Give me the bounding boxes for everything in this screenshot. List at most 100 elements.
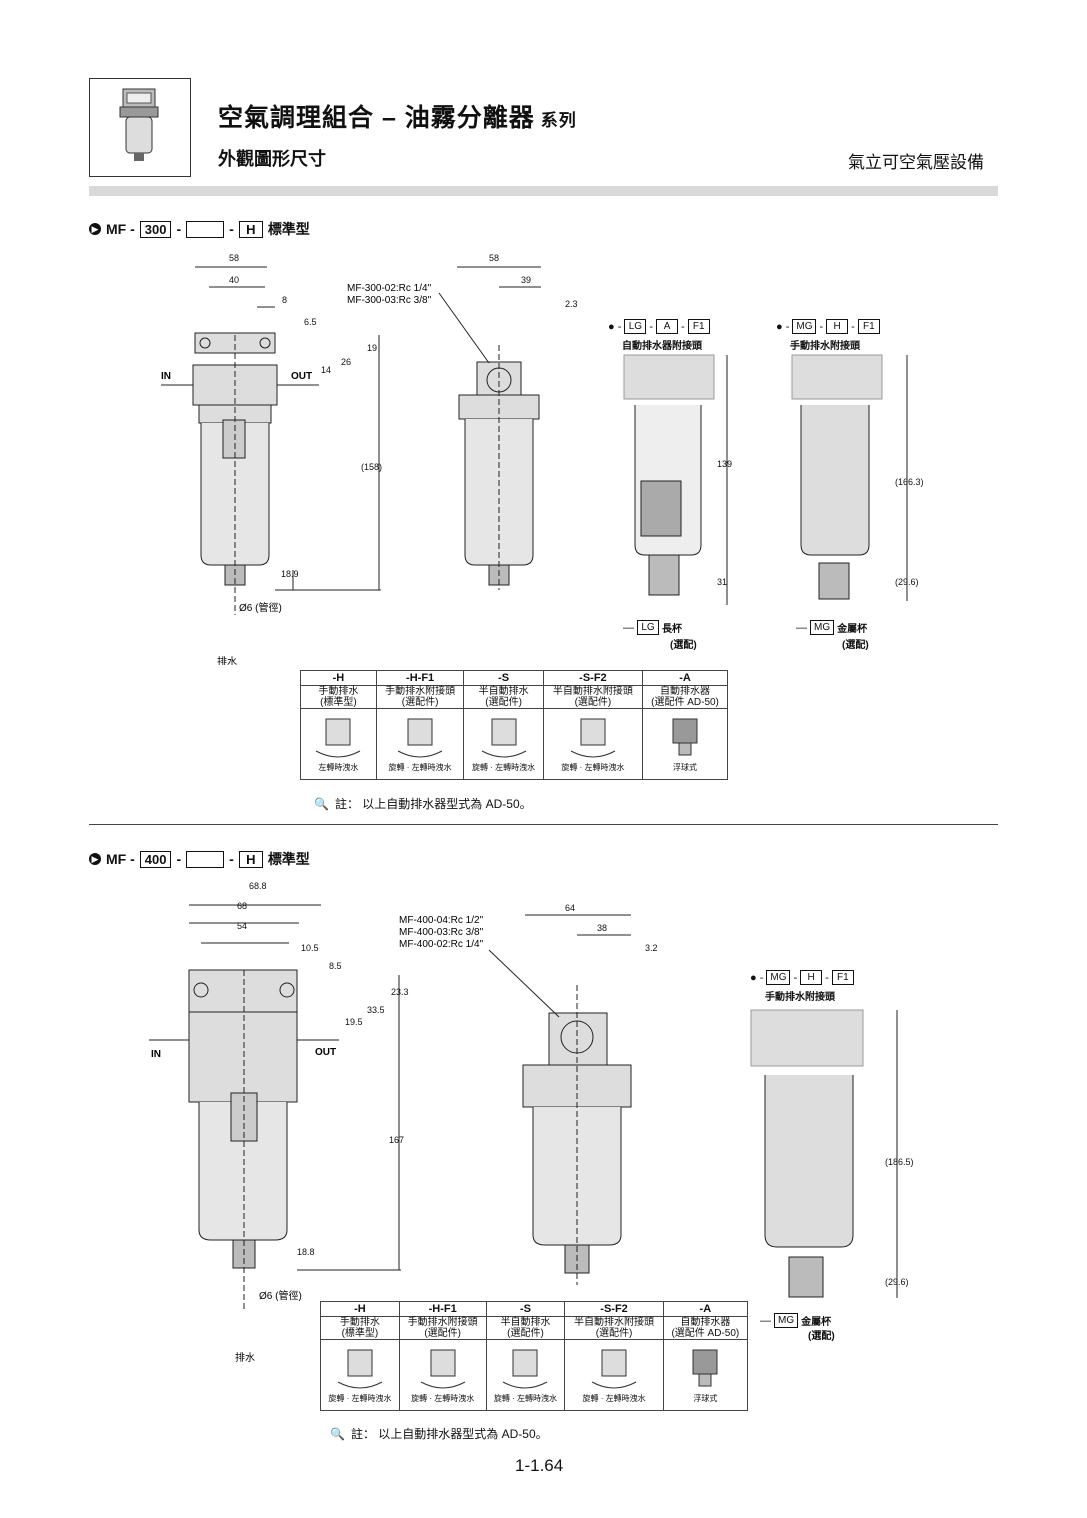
drain-a-pic-400: 浮球式: [662, 1339, 749, 1411]
opt-mg400-desc: 手動排水附接頭: [765, 992, 835, 1003]
dim-lg-h: 139: [717, 459, 732, 469]
port-400-a: MF-400-04:Rc 1/2": [399, 915, 484, 926]
manual-drain-icon: [337, 1349, 383, 1389]
port-400-c: MF-400-02:Rc 1/4": [399, 939, 484, 950]
pipe-label: Ø6 (管徑): [239, 601, 282, 614]
in-label-400: IN: [151, 1049, 161, 1060]
manual-drain-fitting-icon: [420, 1349, 465, 1389]
semi-auto-drain-icon: [481, 718, 526, 758]
product-thumbnail: [89, 78, 191, 177]
dim-400-side32: 3.2: [645, 943, 658, 953]
dim-300-h189: 18.9: [281, 569, 299, 579]
dim-300-side58: 58: [489, 253, 499, 263]
model-line-300: ▶ MF - 300 - - H 標準型: [89, 219, 310, 239]
dim-300-w40: 40: [229, 275, 239, 285]
empty-box: [186, 220, 225, 238]
drain-s-pic: 旋轉 · 左轉時洩水: [463, 708, 544, 780]
drawing-400: 68.8 68 54 10.5 8.5 23.3 33.5 19.5 167 1…: [149, 881, 914, 1364]
out-label-400: OUT: [315, 1047, 336, 1058]
dim-mg-b: (29.6): [895, 577, 919, 587]
dim-400-h167: 167: [389, 1135, 404, 1145]
in-label: IN: [161, 371, 171, 382]
dim-400-side64: 64: [565, 903, 575, 913]
drain-s-pic-400: 旋轉 · 左轉時洩水: [485, 1339, 566, 1411]
port-400-b: MF-400-03:Rc 3/8": [399, 927, 484, 938]
port-300-b: MF-300-03:Rc 3/8": [347, 295, 432, 306]
opt-mg300-desc: 手動排水附接頭: [790, 341, 860, 352]
dim-300-h14: 14: [321, 365, 331, 375]
dim-400-w105: 10.5: [301, 943, 319, 953]
dim-400-side38: 38: [597, 923, 607, 933]
dim-300-h65: 6.5: [304, 317, 317, 327]
company-name: 氣立可空氣壓設備: [848, 153, 984, 172]
dim-400-h335: 33.5: [367, 1005, 385, 1015]
drain-sf2-pic-400: 旋轉 · 左轉時洩水: [564, 1339, 664, 1411]
size-box: 300: [139, 220, 172, 238]
dim-300-side23: 2.3: [565, 299, 578, 309]
dim-300-w8: 8: [282, 295, 287, 305]
arrow-bullet-icon: ▶: [89, 223, 101, 235]
drain-table-300: -H -H-F1 -S -S-F2 -A 手動排水(標準型) 手動排水附接頭(選…: [300, 670, 728, 780]
page-number: 1-1.64: [515, 1456, 564, 1475]
note-400: 🔍註： 以上自動排水器型式為 AD-50。: [330, 1426, 548, 1442]
suffix-box: H: [238, 220, 263, 238]
mg400-cup-note: (選配): [808, 1331, 835, 1342]
lg-cup-note: (選配): [670, 640, 697, 651]
note-300: 🔍註： 以上自動排水器型式為 AD-50。: [314, 796, 532, 812]
opt-lg-desc: 自動排水器附接頭: [622, 341, 702, 352]
drain-a-pic: 浮球式: [642, 708, 728, 780]
page-title: 空氣調理組合 – 油霧分離器系列: [218, 104, 577, 132]
opt-mg400-header: ● -MG-H-F1: [750, 970, 854, 985]
manual-drain-icon: [316, 718, 361, 758]
manual-drain-fitting-icon: [397, 718, 443, 758]
dim-400-h233: 23.3: [391, 987, 409, 997]
auto-drain-icon: [672, 718, 698, 756]
dim-400-h85: 8.5: [329, 961, 342, 971]
drain-label: 排水: [217, 655, 237, 665]
semi-auto-drain-fitting-icon: [591, 1349, 637, 1389]
opt-mg300-header: ● -MG-H-F1: [776, 319, 880, 334]
dim-mg400-b: (29.6): [885, 1277, 909, 1287]
port-300-a: MF-300-02:Rc 1/4": [347, 283, 432, 294]
out-label: OUT: [291, 371, 312, 382]
dim-mg400-h: (186.5): [885, 1157, 914, 1167]
semi-auto-drain-icon: [503, 1349, 548, 1389]
drain-hf1-pic-400: 旋轉 · 左轉時洩水: [398, 1339, 487, 1411]
opt-lg-header: ● -LG-A-F1: [608, 319, 710, 334]
dim-300-h26: 26: [341, 357, 351, 367]
auto-drain-icon: [692, 1349, 718, 1387]
dim-400-w68: 68: [237, 901, 247, 911]
drain-h-pic: 左轉時洩水: [300, 708, 377, 780]
header-bar: [89, 186, 998, 196]
filter-thumbnail-icon: [119, 88, 159, 161]
dim-300-h19: 19: [367, 343, 377, 353]
drain-table-400: -H -H-F1 -S -S-F2 -A 手動排水(標準型) 手動排水附接頭(選…: [320, 1301, 749, 1411]
empty-box: [186, 850, 225, 868]
drain-label-400: 排水: [235, 1351, 255, 1364]
arrow-bullet-icon: ▶: [89, 853, 101, 865]
magnifier-icon: 🔍: [330, 1426, 345, 1441]
dim-400-h188: 18.8: [297, 1247, 315, 1257]
mg300-cup-note: (選配): [842, 640, 869, 651]
dim-mg-h: (166.3): [895, 477, 924, 487]
magnifier-icon: 🔍: [314, 796, 329, 811]
dim-400-w688: 68.8: [249, 881, 267, 891]
section-divider: [89, 824, 998, 825]
model-line-400: ▶ MF - 400 - - H 標準型: [89, 849, 310, 869]
suffix-box: H: [238, 850, 263, 868]
dim-lg-b: 31: [717, 577, 727, 587]
drawing-300: 58 40 8 6.5 19 26 14 (158) 18.9 IN OUT Ø…: [161, 253, 924, 665]
drain-hf1-pic: 旋轉 · 左轉時洩水: [375, 708, 465, 780]
dim-300-h158: (158): [361, 462, 382, 472]
dim-400-h195: 19.5: [345, 1017, 363, 1027]
drain-sf2-pic: 旋轉 · 左轉時洩水: [542, 708, 644, 780]
dim-300-side39: 39: [521, 275, 531, 285]
pipe-label-400: Ø6 (管徑): [259, 1289, 302, 1302]
size-box: 400: [139, 850, 172, 868]
semi-auto-drain-fitting-icon: [570, 718, 616, 758]
drain-h-pic-400: 旋轉 · 左轉時洩水: [320, 1339, 400, 1411]
dim-300-w58: 58: [229, 253, 239, 263]
